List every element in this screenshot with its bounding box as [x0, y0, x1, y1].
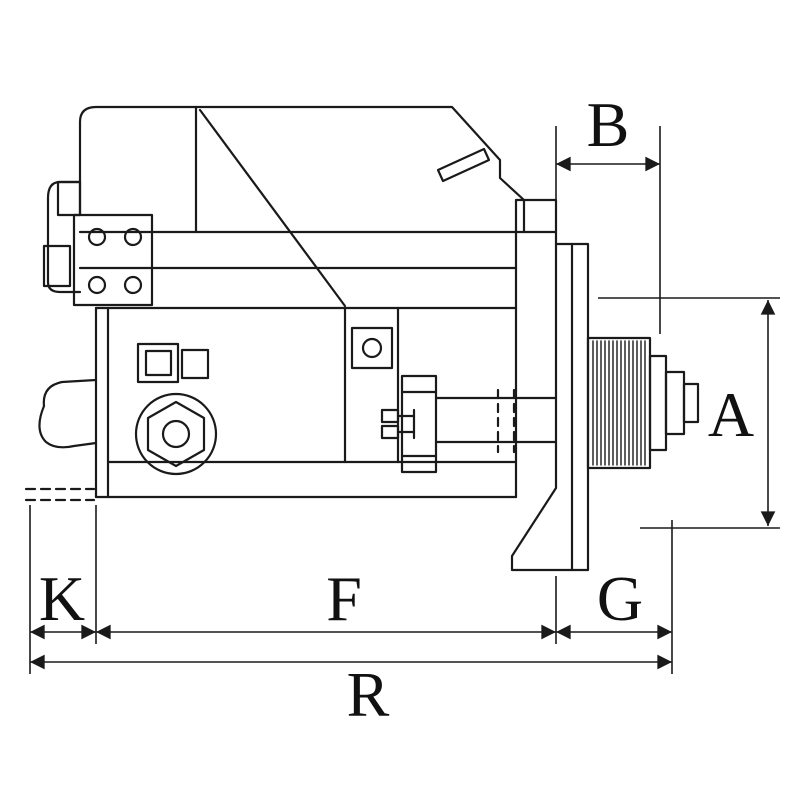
mid-brackets	[136, 326, 394, 384]
starter-motor-drawing	[24, 105, 700, 572]
mount-bracket	[72, 213, 154, 307]
hex-plug	[134, 392, 218, 476]
extension-lines-bottom	[29, 505, 673, 674]
dimension-a	[598, 297, 780, 529]
dim-label-b: B	[587, 89, 630, 160]
dim-label-g: G	[597, 563, 643, 634]
dim-label-r: R	[347, 659, 390, 730]
dimension-annotations	[29, 126, 780, 674]
dim-label-k: K	[39, 563, 85, 634]
motor-housing	[78, 105, 526, 499]
shaft	[434, 388, 558, 454]
left-protrusion	[38, 180, 98, 449]
dimension-labels: B A K F G R	[39, 89, 754, 730]
terminal-and-bracket	[380, 374, 438, 474]
hidden-edge-dashes	[24, 487, 96, 502]
mounting-flange	[510, 198, 590, 572]
dim-label-a: A	[708, 379, 754, 450]
dim-label-f: F	[326, 563, 362, 634]
pinion-gear	[586, 336, 700, 470]
dimension-b	[555, 126, 661, 334]
